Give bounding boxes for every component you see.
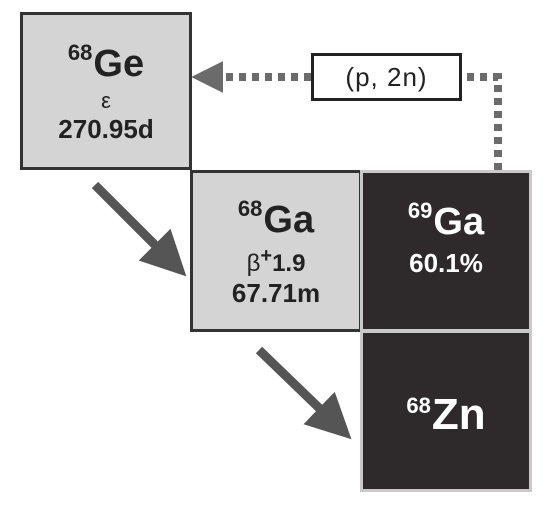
reaction-label: (p, 2n): [345, 61, 428, 92]
nuclide-ga69-abundance: 60.1%: [409, 248, 483, 278]
nuclide-ge68: 68Ge ε 270.95d: [20, 12, 192, 170]
nuclide-ga68-decay: β+1.9: [246, 245, 306, 277]
nuclide-zn68: 68Zn: [360, 330, 532, 492]
reaction-dotted-arrow: [204, 77, 502, 170]
nuclide-ga69: 69Ga 60.1%: [360, 170, 532, 332]
nuclide-zn68-label: 68Zn: [406, 390, 486, 439]
reaction-label-box: (p, 2n): [311, 53, 462, 101]
nuclide-ga68: 68Ga β+1.9 67.71m: [190, 170, 362, 332]
decay-arrow-ga-to-zn: [255, 346, 352, 440]
nuclide-ge68-decay: ε: [101, 88, 111, 113]
decay-arrow-ge-to-ga: [91, 181, 187, 277]
nuclide-ge68-label: 68Ge: [67, 40, 145, 85]
nuclide-ga69-label: 69Ga: [407, 198, 485, 243]
nuclide-ga68-half-life: 67.71m: [231, 278, 321, 309]
nuclide-ge68-half-life: 270.95d: [58, 114, 154, 145]
nuclide-ga68-label: 68Ga: [237, 196, 315, 241]
